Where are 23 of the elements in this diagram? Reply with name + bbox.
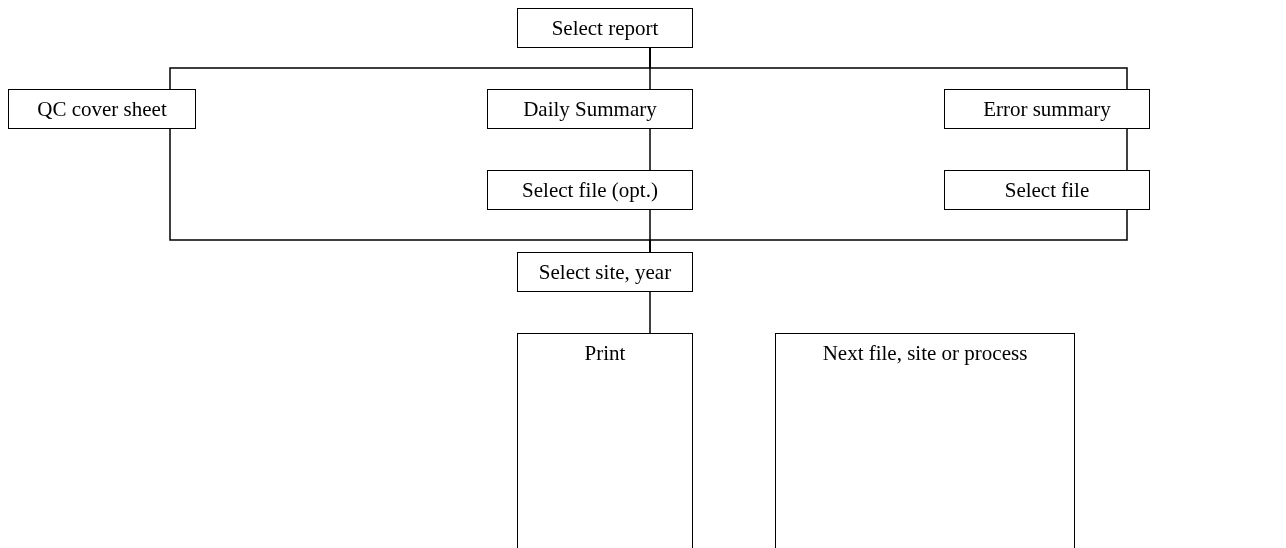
box-label: Select site, year [538,259,672,285]
box-label: Daily Summary [523,96,657,122]
box-label: Select file (opt.) [522,177,658,203]
connector-line [649,209,1128,253]
connector-line [649,128,651,171]
process-box [487,170,693,210]
process-box [517,8,693,48]
process-box [944,89,1150,129]
process-box [517,333,693,548]
process-box [944,170,1150,210]
box-label: Print [584,341,626,366]
connector-line [649,47,1128,90]
box-label: Select report [551,15,659,41]
connector-line [1126,128,1128,171]
connector-line [649,291,651,334]
box-label: Next file, site or process [822,341,1028,366]
process-box [517,252,693,292]
box-label: Select file [1004,177,1090,203]
process-box [775,333,1075,548]
process-box [487,89,693,129]
process-box [8,89,196,129]
box-label: Error summary [983,96,1111,122]
box-label: QC cover sheet [37,96,167,122]
